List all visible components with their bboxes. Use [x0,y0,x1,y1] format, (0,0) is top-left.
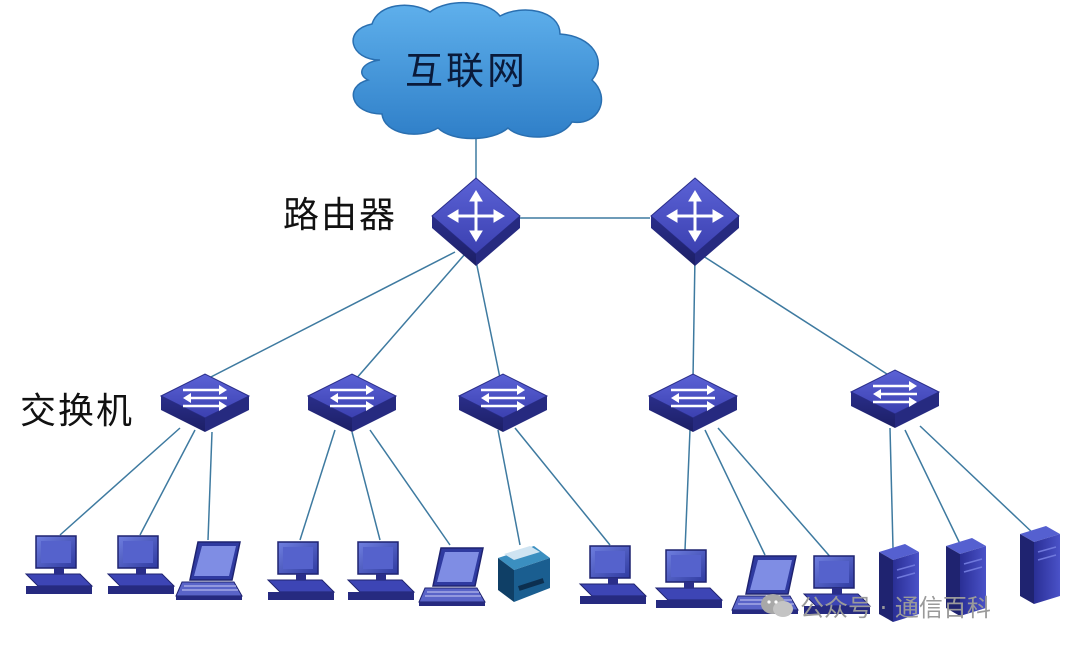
watermark: 公众号 · 通信百科 [760,588,991,623]
switch-icon [647,372,739,434]
internet-cloud [352,2,603,140]
laptop-icon [418,547,486,607]
link-router-switch1 [204,251,456,381]
watermark-text: 公众号 · 通信百科 [800,594,991,622]
link-router2-switch5 [699,253,891,377]
switch-icon [306,372,398,434]
connection-lines [59,132,1036,561]
desktop-pc-icon [655,549,723,609]
link-router2-switch4 [692,255,696,379]
link-router-switch3 [474,255,501,379]
desktop-pc-icon [107,535,175,595]
desktop-pc-icon [579,545,647,605]
router-label: 路由器 [283,195,398,236]
switch-icon [849,368,941,430]
switch-label: 交换机 [20,391,135,432]
wechat-icon [761,593,793,617]
switch-icon [159,372,251,434]
internet-label: 互联网 [405,49,529,93]
desktop-pc-icon [267,541,335,601]
desktop-pc-icon [347,541,415,601]
link-router-switch2 [354,253,466,381]
router-icon [430,176,522,268]
switch-icon [457,372,549,434]
server-icon [1019,525,1061,605]
laptop-icon [175,541,243,601]
desktop-pc-icon [25,535,93,595]
router-icon [649,176,741,268]
printer-icon [498,546,550,602]
